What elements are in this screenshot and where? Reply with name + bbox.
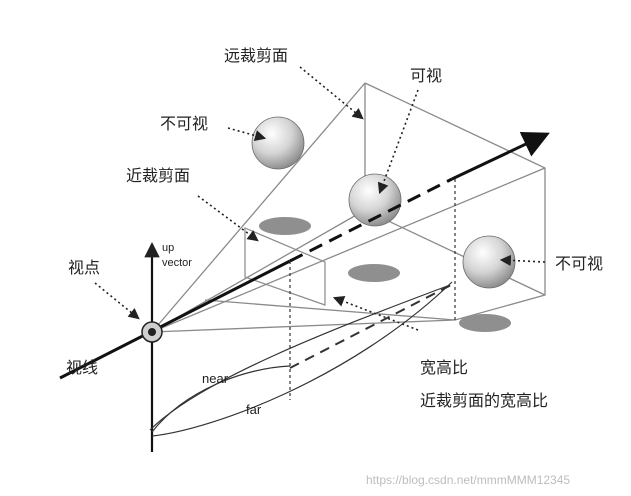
label-sight-line: 视线 [66, 358, 99, 377]
spheres [251, 116, 516, 289]
label-viewpoint: 视点 [68, 258, 101, 277]
depth-guides [149, 179, 456, 437]
watermark: https://blog.csdn.net/mmmMMM12345 [366, 473, 571, 487]
label-vector: vector [162, 257, 192, 269]
label-near-plane-aspect-ratio: 近裁剪面的宽高比 [420, 391, 549, 410]
callout-arrows [94, 66, 546, 331]
near-clipping-plane [244, 227, 326, 306]
label-aspect-ratio: 宽高比 [420, 358, 469, 377]
label-invisible-right: 不可视 [555, 254, 604, 273]
label-up: up [162, 242, 175, 254]
view-frustum [151, 82, 546, 333]
label-visible: 可视 [410, 66, 443, 85]
label-near-plane: 近裁剪面 [126, 166, 191, 185]
label-near: near [202, 371, 229, 386]
sphere-shadows [259, 217, 511, 332]
label-invisible-left: 不可视 [160, 114, 209, 133]
label-far: far [246, 402, 262, 417]
sphere-invisible-left [251, 116, 305, 170]
sphere-invisible-right [462, 235, 516, 289]
label-far-plane-top: 远裁剪面 [224, 46, 289, 65]
sight-line [59, 132, 550, 380]
eye-icon [141, 321, 163, 343]
